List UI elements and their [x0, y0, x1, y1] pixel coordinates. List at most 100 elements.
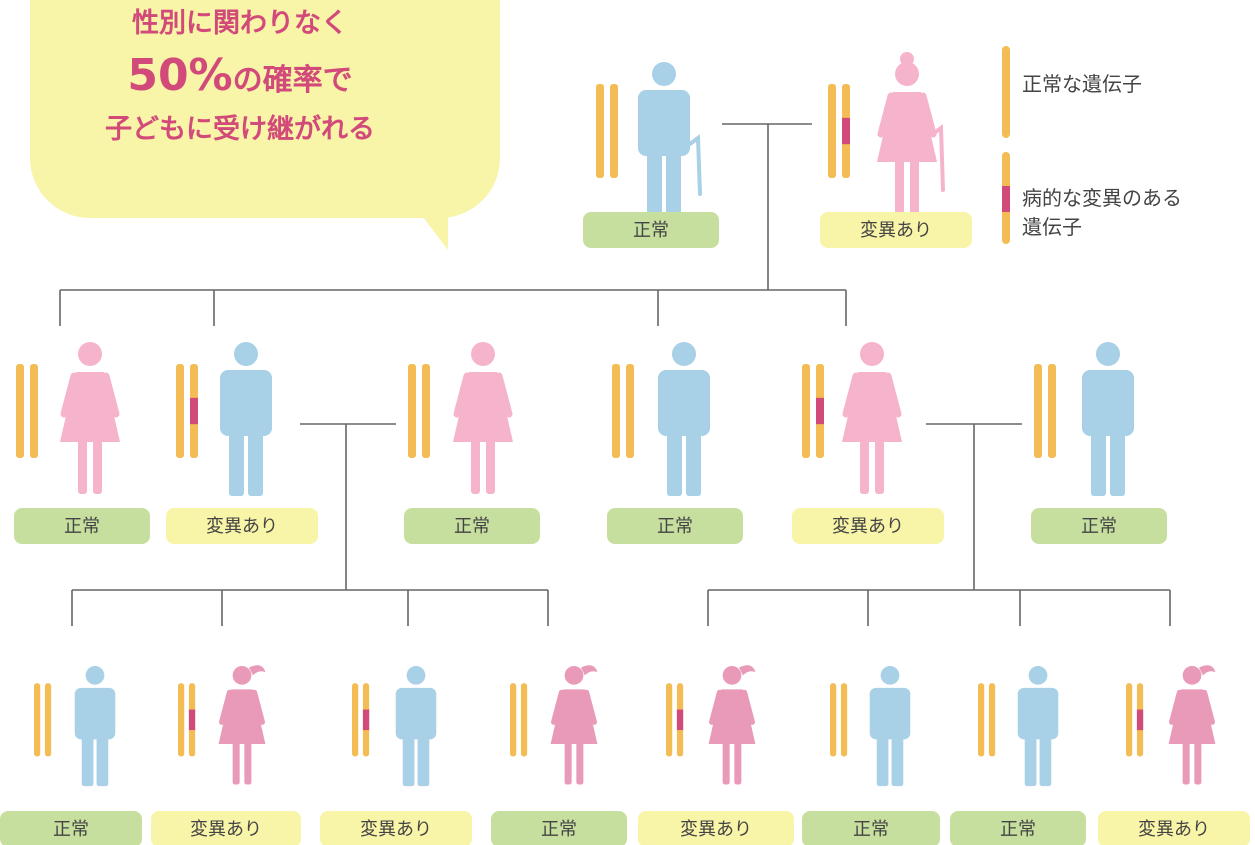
chromosome-bar: [830, 683, 837, 757]
chromosome-bar: [610, 84, 618, 178]
status-label: 正常: [1081, 516, 1117, 537]
male-figure-icon: [658, 342, 710, 496]
status-label: 変異あり: [190, 819, 262, 840]
bubble-line-1: 性別に関わりなく: [132, 8, 348, 39]
status-badge: [404, 508, 540, 544]
girl-with-ponytail-icon: [550, 665, 598, 785]
mutation-mark: [842, 117, 850, 145]
chromosome-bar: [1126, 683, 1133, 757]
legend-mutated-label: 病的な変異のある 遺伝子: [1022, 184, 1182, 242]
chromosome-bar: [352, 683, 359, 757]
chromosome-bar: [408, 364, 416, 458]
status-label: 変異あり: [680, 819, 752, 840]
legend-marks: [1002, 46, 1010, 244]
status-badge: [802, 811, 940, 845]
person-p5: 変異あり: [792, 342, 944, 544]
status-label: 正常: [657, 516, 693, 537]
chromosome-bar: [34, 683, 41, 757]
speech-bubble-text: 性別に関わりなく 50%の確率で 子どもに受け継がれる: [30, 6, 450, 147]
status-badge: [0, 811, 142, 845]
person-c3: 変異あり: [320, 666, 472, 845]
chromosome-bar: [988, 683, 996, 757]
male-figure-icon: [869, 666, 911, 787]
status-badge: [1098, 811, 1250, 845]
male-figure-icon: [74, 666, 116, 787]
speech-bubble: [30, 0, 500, 218]
status-badge: [950, 811, 1086, 845]
chromosome-bar: [44, 683, 52, 757]
legend-normal-gene-bar: [1002, 46, 1010, 138]
person-p2: 変異あり: [166, 342, 318, 544]
girl-with-ponytail-icon: [708, 665, 756, 785]
person-c1: 正常: [0, 666, 142, 845]
mutation-mark: [190, 397, 198, 425]
chromosome-bar: [1034, 364, 1042, 458]
speech-bubble-tail: [410, 200, 448, 250]
status-badge: [166, 508, 318, 544]
girl-with-ponytail-icon: [1168, 665, 1216, 785]
male-figure-icon: [1017, 666, 1059, 787]
chromosome-bar: [30, 364, 38, 458]
legend-normal-label: 正常な遺伝子: [1022, 72, 1142, 96]
bubble-line-2-rest: の確率で: [232, 63, 353, 99]
status-badge: [320, 811, 472, 845]
status-label: 正常: [64, 516, 100, 537]
status-badge: [820, 212, 972, 248]
male-figure-icon: [220, 342, 272, 496]
chromosome-bar: [178, 683, 185, 757]
person-c5: 変異あり: [638, 665, 794, 845]
female-figure-icon: [842, 342, 902, 494]
status-badge: [792, 508, 944, 544]
person-c2: 変異あり: [151, 665, 301, 845]
people-layer: 正常変異あり正常変異あり正常正常変異あり正常正常変異あり変異あり正常変異あり正常…: [0, 52, 1250, 845]
female-figure-icon: [60, 342, 120, 494]
person-p4: 正常: [607, 342, 743, 544]
female-figure-icon: [453, 342, 513, 494]
person-g1: 正常: [583, 62, 719, 248]
male-figure-icon: [395, 666, 437, 787]
status-label: 変異あり: [860, 220, 932, 241]
chromosome-bar: [828, 84, 836, 178]
chromosome-bar: [176, 364, 184, 458]
status-label: 変異あり: [832, 516, 904, 537]
status-label: 変異あり: [360, 819, 432, 840]
person-p1: 正常: [14, 342, 150, 544]
male-figure-icon: [1082, 342, 1134, 496]
person-g2: 変異あり: [820, 52, 972, 248]
status-badge: [491, 811, 627, 845]
elder-female-with-cane-icon: [877, 52, 945, 214]
status-label: 正常: [853, 819, 889, 840]
chromosome-bar: [596, 84, 604, 178]
status-badge: [1031, 508, 1167, 544]
chromosome-bar: [520, 683, 528, 757]
person-c8: 変異あり: [1098, 665, 1250, 845]
status-badge: [607, 508, 743, 544]
status-label: 正常: [53, 819, 89, 840]
status-label: 正常: [1000, 819, 1036, 840]
elder-male-with-cane-icon: [638, 62, 702, 216]
chromosome-bar: [626, 364, 634, 458]
status-label: 正常: [633, 220, 669, 241]
chromosome-bar: [422, 364, 430, 458]
bubble-line-2: 50%の確率で: [30, 47, 450, 104]
legend-mutation-mark: [1002, 186, 1010, 212]
legend-mutated-line-2: 遺伝子: [1022, 215, 1082, 239]
chromosome-bar: [666, 683, 673, 757]
mutation-mark: [816, 397, 824, 425]
bubble-line-3: 子どもに受け継がれる: [105, 114, 375, 146]
status-label: 正常: [541, 819, 577, 840]
status-label: 正常: [454, 516, 490, 537]
status-badge: [14, 508, 150, 544]
person-p6: 正常: [1031, 342, 1167, 544]
person-c4: 正常: [491, 665, 627, 845]
mutation-mark: [676, 709, 684, 731]
chromosome-bar: [612, 364, 620, 458]
status-badge: [583, 212, 719, 248]
status-badge: [151, 811, 301, 845]
chromosome-bar: [510, 683, 517, 757]
legend-mutated-line-1: 病的な変異のある: [1022, 186, 1182, 210]
bubble-percent: 50%: [127, 50, 233, 102]
mutation-mark: [362, 709, 370, 731]
